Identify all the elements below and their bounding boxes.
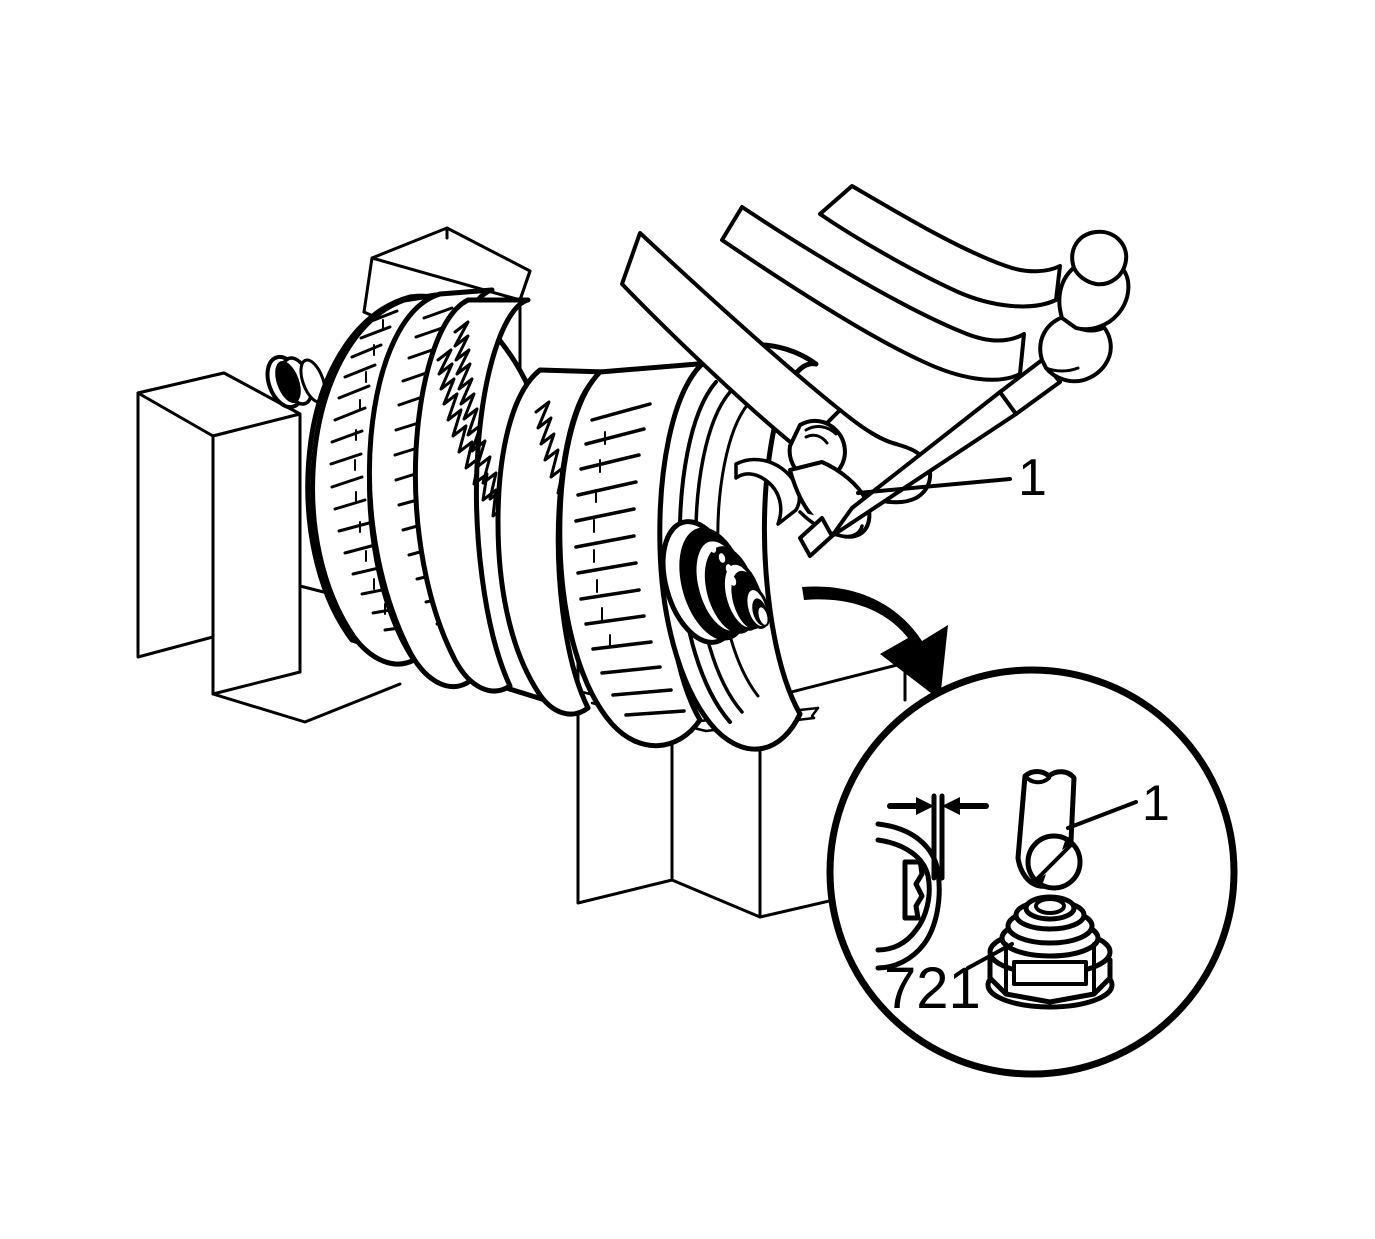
- gear-cluster-assembly: [265, 287, 819, 752]
- callout-leader-main: [856, 477, 1012, 495]
- stake-depth-dimension: [887, 797, 989, 815]
- part-number-leader: [966, 942, 1014, 970]
- punch-tip-diameter-circle: [1025, 833, 1083, 891]
- shaft-end-bearing: [660, 519, 770, 645]
- support-block-left: [136, 371, 302, 696]
- punch-tool: [798, 229, 1131, 558]
- flanged-lock-nut: [985, 894, 1115, 1010]
- detail-callout-leader: [1066, 800, 1138, 830]
- part-number-label-721: 721: [884, 956, 981, 1021]
- nut-cross-section: [875, 793, 945, 971]
- helical-gear-teeth: [412, 297, 543, 694]
- detail-zoom-arrow: [802, 586, 948, 700]
- case-mounting-tab: [734, 457, 802, 526]
- shaft-stub-left: [265, 354, 327, 410]
- callout-label-1-main: 1: [1018, 449, 1047, 507]
- callout-label-1-detail: 1: [1142, 775, 1170, 831]
- magnified-detail-circle: [826, 666, 1238, 1078]
